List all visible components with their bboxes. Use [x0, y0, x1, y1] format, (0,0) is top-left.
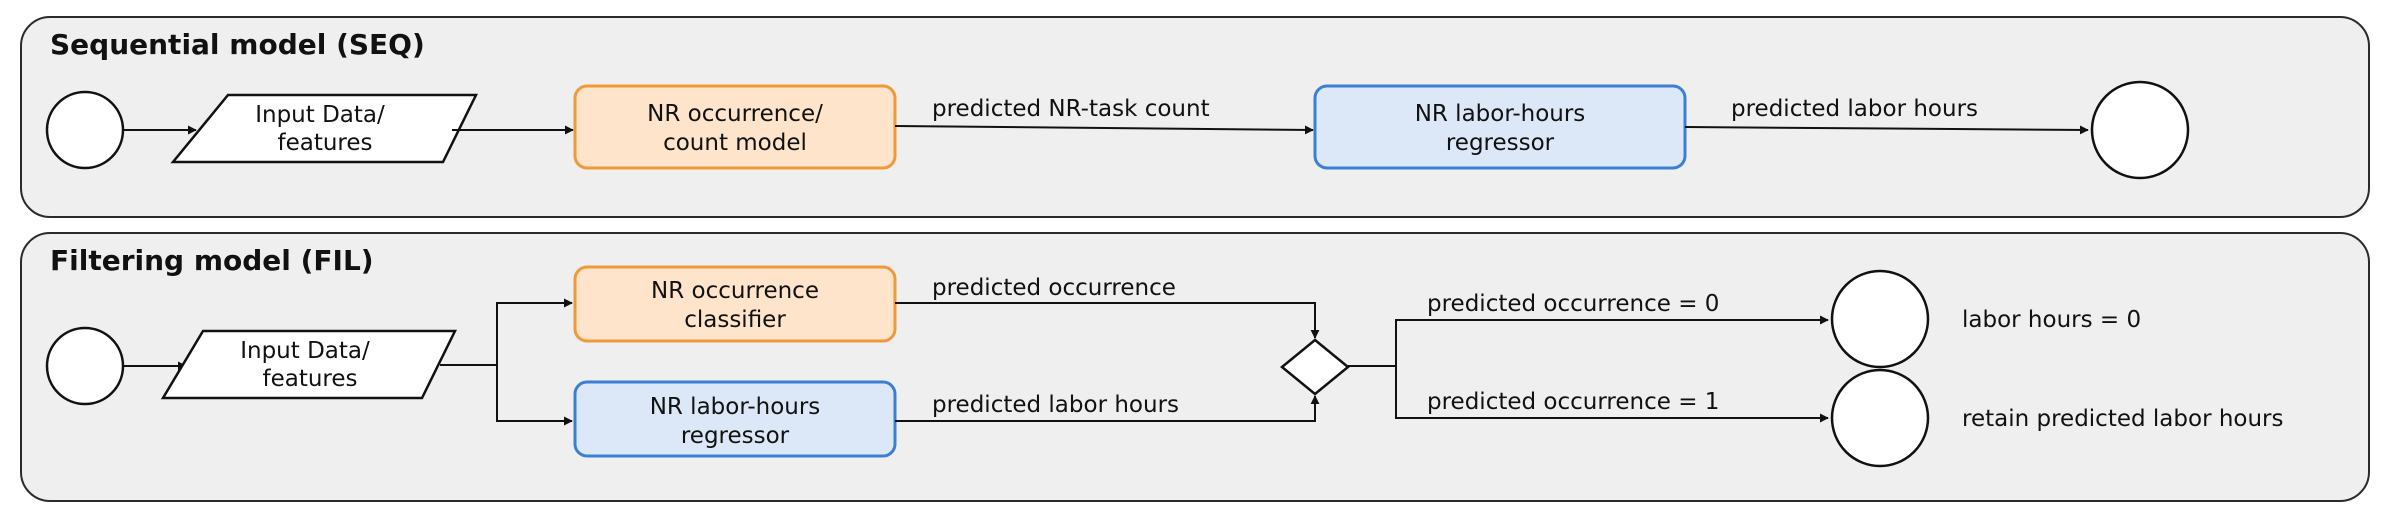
fil-arrow-input-to-regressor — [496, 365, 573, 426]
fil-labor-hours-regressor-box — [573, 380, 897, 458]
fil-branch-label-zero: predicted occurrence = 0 — [1427, 291, 1719, 317]
fil-edge-label-occurrence: predicted occurrence — [932, 275, 1176, 301]
seq-input-label-line1: Input Data/ — [255, 102, 385, 128]
fil-input-data-shape — [160, 329, 458, 400]
fil-edge-label-hours: predicted labor hours — [932, 392, 1179, 418]
seq-edge-label-count: predicted NR-task count — [932, 96, 1210, 122]
seq-arrow-regressor-to-end — [1684, 125, 2089, 135]
fil-output-label-one: retain predicted labor hours — [1962, 406, 2284, 432]
fil-classifier-label-line2: classifier — [684, 307, 786, 333]
fil-decision-gate — [1280, 338, 1350, 396]
fil-arrow-classifier-to-gate — [895, 302, 1320, 339]
fil-arrow-input-to-classifier — [440, 298, 573, 366]
fil-branch-label-one: predicted occurrence = 1 — [1427, 389, 1719, 415]
seq-input-label-line2: features — [277, 130, 372, 156]
fil-arrow-gate-to-zero — [1348, 315, 1829, 367]
seq-edge-label-hours: predicted labor hours — [1731, 96, 1978, 122]
fil-arrow-gate-to-one — [1395, 366, 1829, 423]
fil-input-label-line1: Input Data/ — [240, 338, 370, 364]
seq-end-node — [2090, 80, 2190, 180]
fil-output-label-zero: labor hours = 0 — [1962, 307, 2141, 333]
seq-input-data-shape — [170, 93, 479, 164]
seq-count-model-label-line2: count model — [663, 130, 807, 156]
seq-regressor-label-line2: regressor — [1446, 130, 1555, 156]
sequential-model-title: Sequential model (SEQ) — [50, 28, 425, 61]
fil-flow: Input Data/ features NR occurrence class… — [45, 265, 2284, 468]
fil-classifier-label-line1: NR occurrence — [651, 278, 819, 304]
fil-input-label-line2: features — [262, 366, 357, 392]
filtering-model-title: Filtering model (FIL) — [50, 244, 374, 277]
seq-start-node — [45, 90, 125, 170]
fil-end-node-zero — [1830, 269, 1930, 369]
fil-start-node — [45, 326, 125, 406]
fil-regressor-label-line2: regressor — [681, 423, 790, 449]
seq-regressor-label-line1: NR labor-hours — [1415, 101, 1586, 127]
fil-arrow-regressor-to-gate — [895, 395, 1320, 422]
seq-flow: Input Data/ features NR occurrence/ coun… — [45, 80, 2190, 180]
fil-regressor-label-line1: NR labor-hours — [650, 394, 821, 420]
seq-count-model-label-line1: NR occurrence/ — [647, 101, 823, 127]
seq-arrow-count-to-regressor — [894, 125, 1314, 135]
fil-end-node-one — [1830, 368, 1930, 468]
